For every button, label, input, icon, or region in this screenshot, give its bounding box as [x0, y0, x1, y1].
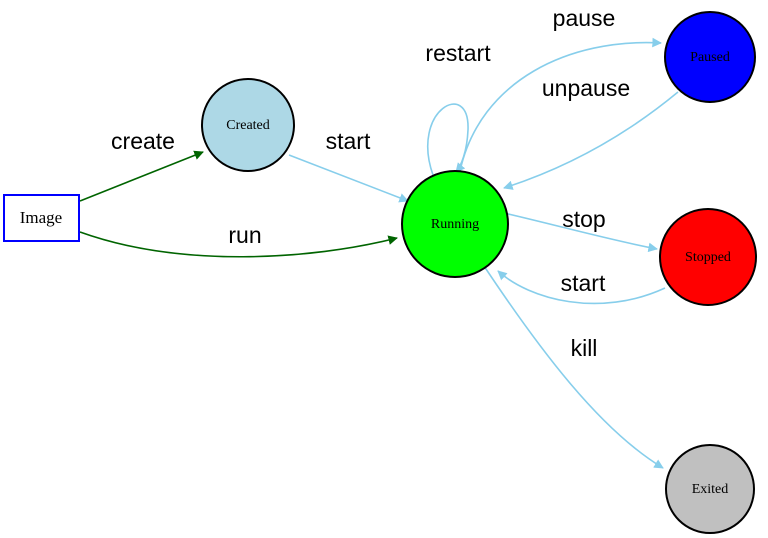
- node-running-label: Running: [431, 217, 479, 232]
- edge-unpause-label: unpause: [542, 75, 630, 101]
- node-exited[interactable]: Exited: [665, 444, 755, 534]
- edge-restart-label: restart: [425, 40, 491, 66]
- edge-kill-label: kill: [571, 335, 598, 361]
- node-created[interactable]: Created: [201, 78, 295, 172]
- edge-start-stopped[interactable]: start: [497, 270, 666, 305]
- node-paused-shape[interactable]: [664, 11, 756, 103]
- edge-start-stopped-label: start: [561, 270, 606, 296]
- node-stopped-shape[interactable]: [659, 208, 757, 306]
- edge-pause-path[interactable]: [459, 37, 662, 172]
- edge-kill[interactable]: kill: [483, 265, 664, 469]
- edge-kill-path[interactable]: [483, 265, 664, 469]
- edge-create-label: create: [111, 128, 175, 154]
- nodes-layer: Image Created Running Paused Stopped: [3, 11, 757, 534]
- node-paused[interactable]: Paused: [664, 11, 756, 103]
- edge-start-created-label: start: [326, 128, 371, 154]
- node-image[interactable]: Image: [3, 194, 80, 242]
- node-running[interactable]: Running: [401, 170, 509, 278]
- edge-run[interactable]: run: [79, 222, 398, 258]
- edge-start-stopped-path[interactable]: [497, 270, 666, 305]
- node-created-shape[interactable]: [201, 78, 295, 172]
- edge-run-label: run: [228, 222, 261, 248]
- edge-run-path[interactable]: [79, 231, 398, 258]
- node-running-shape[interactable]: [401, 170, 509, 278]
- edge-restart[interactable]: restart: [425, 40, 491, 176]
- edge-stop-label: stop: [562, 206, 605, 232]
- edge-stop-path[interactable]: [503, 212, 658, 253]
- node-stopped[interactable]: Stopped: [659, 208, 757, 306]
- edge-create-path[interactable]: [79, 150, 204, 202]
- edge-start-created[interactable]: start: [288, 128, 409, 203]
- node-exited-label: Exited: [692, 482, 729, 497]
- node-exited-shape[interactable]: [665, 444, 755, 534]
- edges-layer: create run start restart pause: [79, 5, 679, 469]
- edge-start-created-path[interactable]: [288, 154, 409, 203]
- edge-pause-label: pause: [553, 5, 616, 31]
- node-image-shape[interactable]: [3, 194, 80, 242]
- edge-unpause[interactable]: unpause: [503, 75, 679, 190]
- edge-unpause-path[interactable]: [503, 91, 679, 190]
- edge-stop[interactable]: stop: [503, 206, 658, 253]
- node-created-label: Created: [226, 118, 270, 133]
- node-image-label: Image: [20, 208, 62, 227]
- edge-create[interactable]: create: [79, 128, 204, 202]
- node-stopped-label: Stopped: [685, 250, 731, 265]
- edge-pause[interactable]: pause: [459, 5, 662, 172]
- node-paused-label: Paused: [690, 50, 730, 65]
